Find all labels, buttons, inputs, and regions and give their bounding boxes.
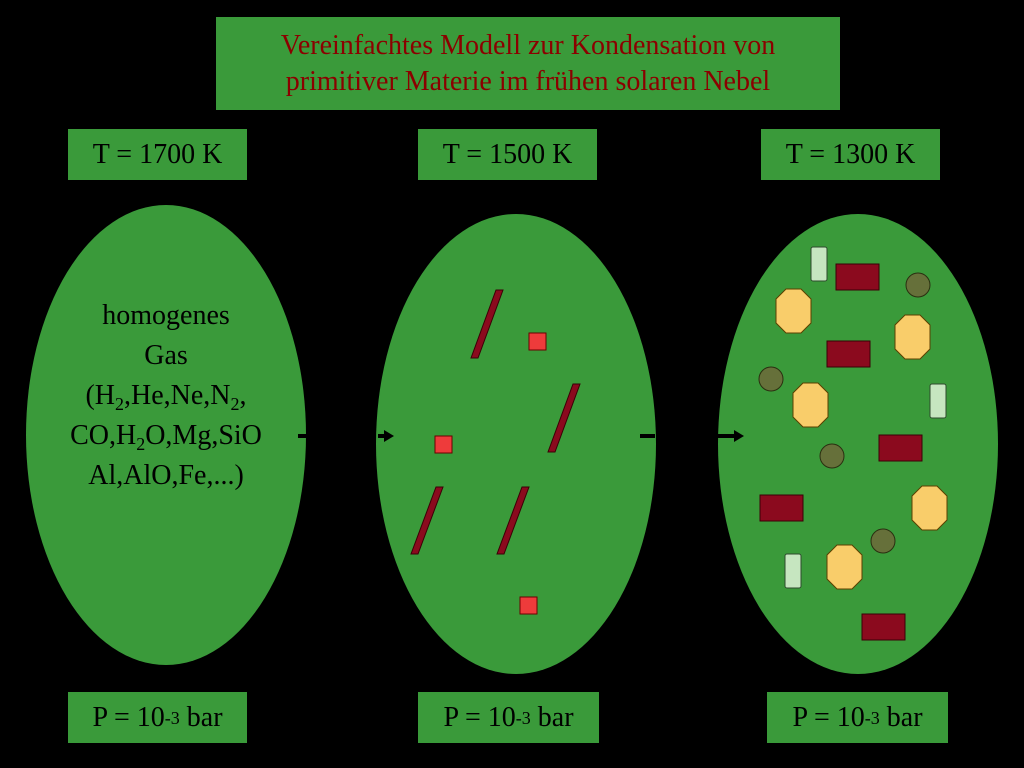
octagon-grain bbox=[894, 314, 931, 360]
olive-circle-grain bbox=[870, 528, 896, 554]
arrow-2 bbox=[640, 430, 744, 442]
temperature-label-1: T = 1700 K bbox=[68, 129, 247, 180]
pale-green-grain bbox=[929, 383, 947, 419]
olive-circle-grain bbox=[905, 272, 931, 298]
crimson-rect-grain bbox=[826, 340, 871, 368]
gas-label-line-1: homogenes bbox=[102, 300, 230, 331]
pale-green-grain bbox=[810, 246, 828, 282]
crimson-rect-grain bbox=[861, 613, 906, 641]
octagon-grain bbox=[775, 288, 812, 334]
title-box: Vereinfachtes Modell zur Kondensation vo… bbox=[216, 17, 840, 110]
title-line-2: primitiver Materie im frühen solaren Neb… bbox=[285, 65, 771, 97]
olive-circle-grain bbox=[819, 443, 845, 469]
gas-label-line-5: Al,AlO,Fe,...) bbox=[88, 460, 244, 491]
pale-green-grain bbox=[784, 553, 802, 589]
crystal-needle bbox=[547, 383, 581, 453]
crystal-needle bbox=[470, 289, 504, 359]
ellipse-gas-1700k bbox=[26, 205, 306, 665]
temperature-label-3: T = 1300 K bbox=[761, 129, 940, 180]
octagon-grain bbox=[911, 485, 948, 531]
pressure-label-3: P = 10-3 bar bbox=[767, 692, 948, 743]
gas-label-line-3: (H2,He,Ne,N2, bbox=[85, 380, 247, 414]
red-square-grain bbox=[434, 435, 453, 454]
crimson-rect-grain bbox=[759, 494, 804, 522]
temperature-label-2: T = 1500 K bbox=[418, 129, 597, 180]
ellipse-1500k bbox=[376, 214, 656, 674]
arrow-1 bbox=[298, 430, 394, 442]
octagon-grain bbox=[792, 382, 829, 428]
red-square-grain bbox=[519, 596, 538, 615]
red-square-grain bbox=[528, 332, 547, 351]
pressure-label-1: P = 10-3 bar bbox=[68, 692, 247, 743]
olive-circle-grain bbox=[758, 366, 784, 392]
gas-label-line-4: CO,H2O,Mg,SiO bbox=[70, 420, 262, 454]
crimson-rect-grain bbox=[878, 434, 923, 462]
crystal-needle bbox=[410, 486, 444, 555]
gas-label-line-2: Gas bbox=[144, 340, 188, 371]
title-line-1: Vereinfachtes Modell zur Kondensation vo… bbox=[280, 29, 776, 61]
gas-composition-label: homogenes Gas (H2,He,Ne,N2, CO,H2O,Mg,Si… bbox=[40, 296, 292, 496]
crimson-rect-grain bbox=[835, 263, 880, 291]
octagon-grain bbox=[826, 544, 863, 590]
crystal-needle bbox=[496, 486, 530, 555]
pressure-label-2: P = 10-3 bar bbox=[418, 692, 599, 743]
